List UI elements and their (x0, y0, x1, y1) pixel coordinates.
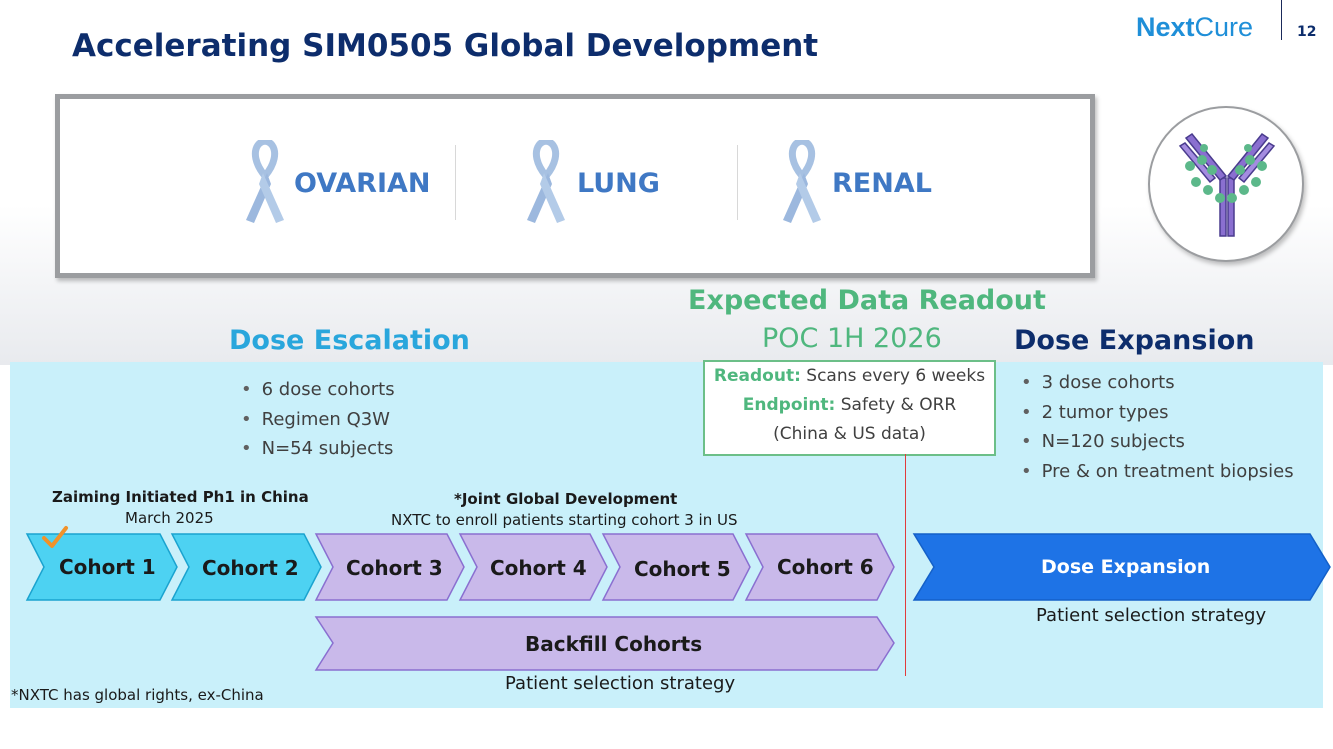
bullet-item: Regimen Q3W (241, 409, 395, 439)
indication-lung: LUNG (577, 168, 660, 199)
endpoint-line: Endpoint: Safety & ORR (705, 391, 994, 420)
awareness-ribbon-icon (527, 140, 565, 223)
global-development-text: NXTC to enroll patients starting cohort … (391, 511, 738, 529)
nextcure-logo: NextCure (1136, 12, 1253, 43)
bullet-item: 3 dose cohorts (1021, 372, 1294, 402)
backfill-chevron (314, 616, 895, 671)
endpoint-label: Endpoint: (742, 395, 836, 415)
indication-ovarian: OVARIAN (294, 168, 431, 199)
data-source-line: (China & US data) (773, 424, 926, 444)
cohort-2-label: Cohort 2 (202, 556, 299, 580)
indication-divider (737, 145, 738, 220)
logo-text-next: Next (1136, 12, 1195, 42)
global-development-title: *Joint Global Development (454, 490, 678, 508)
indication-divider (455, 145, 456, 220)
expansion-bullet-list: 3 dose cohorts 2 tumor types N=120 subje… (1021, 372, 1294, 490)
readout-marker-line (905, 454, 906, 676)
timeline-chevrons (25, 526, 1331, 671)
checkmark-icon (42, 526, 68, 548)
china-initiation-date: March 2025 (125, 509, 214, 527)
dose-expansion-title: Dose Expansion (1014, 325, 1255, 356)
readout-title: Expected Data Readout (688, 285, 1046, 316)
readout-subtitle: POC 1H 2026 (762, 323, 942, 354)
cohort-4-label: Cohort 4 (490, 556, 587, 580)
logo-text-cure: Cure (1194, 12, 1254, 42)
bullet-item: 2 tumor types (1021, 402, 1294, 432)
china-initiation-title: Zaiming Initiated Ph1 in China (52, 488, 309, 506)
endpoint-value: Safety & ORR (835, 395, 957, 415)
bullet-item: N=120 subjects (1021, 431, 1294, 461)
backfill-selection-strategy: Patient selection strategy (505, 673, 736, 694)
awareness-ribbon-icon (783, 140, 821, 223)
page-number: 12 (1297, 24, 1317, 40)
cohort-5-chevron (601, 533, 751, 601)
backfill-cohorts-label: Backfill Cohorts (525, 632, 703, 656)
cohort-1-label: Cohort 1 (59, 555, 156, 579)
escalation-bullet-list: 6 dose cohorts Regimen Q3W N=54 subjects (241, 379, 395, 468)
cohort-6-chevron (744, 533, 895, 601)
header-divider (1281, 0, 1282, 40)
bullet-item: 6 dose cohorts (241, 379, 395, 409)
bullet-item: N=54 subjects (241, 438, 395, 468)
cohort-1-chevron (25, 533, 178, 601)
cohort-3-chevron (314, 533, 465, 601)
dose-expansion-chevron-label: Dose Expansion (1041, 556, 1211, 578)
readout-label: Readout: (713, 366, 801, 386)
cohort-6-label: Cohort 6 (777, 555, 874, 579)
readout-line: Readout: Scans every 6 weeks (705, 362, 994, 391)
cohort-5-label: Cohort 5 (634, 557, 731, 581)
antibody-illustration (1148, 106, 1304, 262)
antibody-icon (1178, 132, 1276, 237)
awareness-ribbon-icon (246, 140, 284, 223)
readout-box: Readout: Scans every 6 weeks Endpoint: S… (703, 360, 996, 456)
readout-value: Scans every 6 weeks (800, 366, 986, 386)
expansion-selection-strategy: Patient selection strategy (1036, 605, 1267, 626)
cohort-2-chevron (170, 533, 322, 601)
footnote: *NXTC has global rights, ex-China (11, 686, 264, 704)
cohort-3-label: Cohort 3 (346, 556, 443, 580)
dose-escalation-title: Dose Escalation (229, 325, 470, 356)
indication-renal: RENAL (832, 168, 932, 199)
page-title: Accelerating SIM0505 Global Development (72, 28, 819, 64)
dose-expansion-chevron (912, 533, 1331, 601)
bullet-item: Pre & on treatment biopsies (1021, 461, 1294, 491)
cohort-4-chevron (458, 533, 608, 601)
indications-panel (55, 94, 1095, 278)
